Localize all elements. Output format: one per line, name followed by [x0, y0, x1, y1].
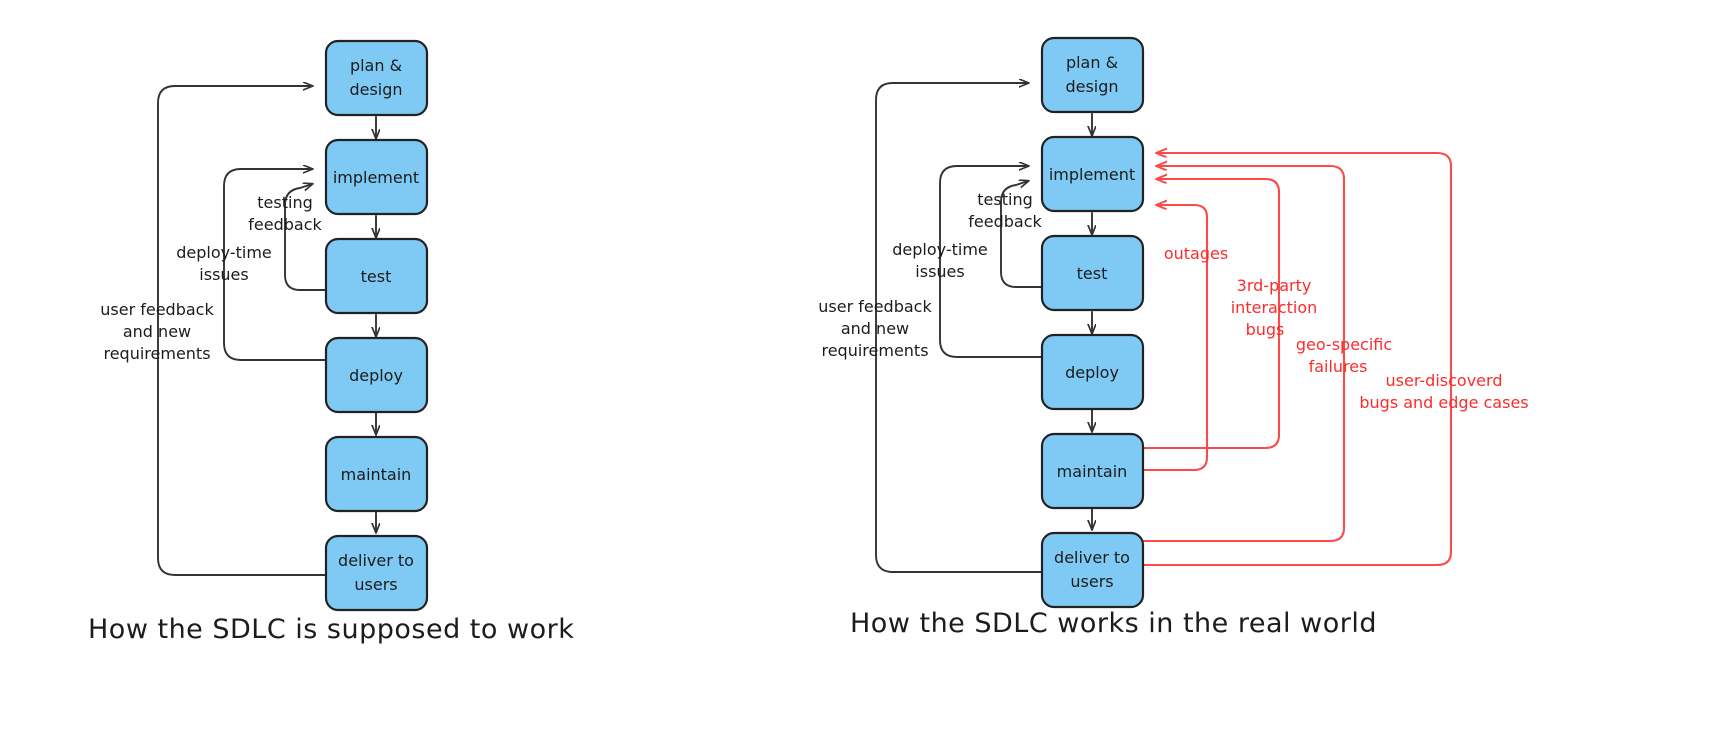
edge-user-discovered — [1140, 153, 1453, 567]
edge-label-line2: and new — [841, 319, 909, 338]
edge-label-line2: feedback — [968, 212, 1042, 231]
node-label-line1: implement — [1049, 165, 1135, 184]
edge-deploy-to-implement — [223, 169, 329, 361]
node-label-line2: users — [354, 575, 397, 594]
panel-caption-ideal: How the SDLC is supposed to work — [88, 614, 574, 645]
node-label-line1: test — [361, 267, 392, 286]
edge-third-party-bugs — [1140, 179, 1281, 450]
edge-label-line2: interaction — [1231, 298, 1318, 317]
node-label-line2: users — [1070, 572, 1113, 591]
node-box[interactable] — [324, 336, 429, 414]
edge-outages — [1140, 205, 1209, 472]
node-box[interactable] — [1040, 531, 1145, 609]
edge-label-testing-feedback: testing feedback — [248, 193, 322, 234]
node-label-line1: plan & — [1066, 53, 1118, 72]
node-deliver-to-users[interactable]: deliver to users — [324, 534, 429, 612]
edge-label-outages: outages — [1164, 244, 1228, 263]
edge-label-line2: issues — [915, 262, 964, 281]
panel-real: plan & design implement test deploy main… — [818, 36, 1529, 639]
node-test[interactable]: test — [1040, 234, 1145, 312]
edge-label-line1: testing — [257, 193, 312, 212]
node-deploy[interactable]: deploy — [1040, 333, 1145, 411]
node-box[interactable] — [1040, 432, 1145, 510]
edge-label-line1: user-discoverd — [1386, 371, 1503, 390]
node-deploy[interactable]: deploy — [324, 336, 429, 414]
node-box[interactable] — [1040, 135, 1145, 213]
node-box[interactable] — [324, 237, 429, 315]
edge-deliver-to-plan — [875, 83, 1045, 573]
edge-label-line2: issues — [199, 265, 248, 284]
node-box[interactable] — [1040, 333, 1145, 411]
edge-label-line1: deploy-time — [892, 240, 988, 259]
node-implement[interactable]: implement — [324, 138, 429, 216]
node-box[interactable] — [324, 534, 429, 612]
edge-label-line1: deploy-time — [176, 243, 272, 262]
edge-label-line1: user feedback — [100, 300, 214, 319]
panel-ideal: plan & design implement test deploy main… — [88, 39, 574, 645]
node-label-line1: deliver to — [1054, 548, 1130, 567]
node-box[interactable] — [324, 39, 429, 117]
edge-label-line1: 3rd-party — [1237, 276, 1312, 295]
edge-label-line3: requirements — [821, 341, 928, 360]
node-label-line2: design — [349, 80, 402, 99]
node-box[interactable] — [324, 435, 429, 513]
edge-label-user-feedback: user feedback and new requirements — [818, 297, 932, 360]
node-label-line1: maintain — [1057, 462, 1128, 481]
node-box[interactable] — [1040, 234, 1145, 312]
node-label-line1: test — [1077, 264, 1108, 283]
edge-label-line3: bugs — [1246, 320, 1285, 339]
node-label-line1: deploy — [1065, 363, 1119, 382]
edge-deploy-to-implement — [939, 166, 1045, 358]
edge-label-geo-failures: geo-specific failures — [1296, 335, 1392, 376]
edge-label-line1: user feedback — [818, 297, 932, 316]
node-implement[interactable]: implement — [1040, 135, 1145, 213]
edge-label-user-feedback: user feedback and new requirements — [100, 300, 214, 363]
edge-label-deploy-time-issues: deploy-time issues — [176, 243, 272, 284]
edge-label-line2: failures — [1309, 357, 1368, 376]
node-maintain[interactable]: maintain — [324, 435, 429, 513]
node-maintain[interactable]: maintain — [1040, 432, 1145, 510]
node-label-line1: deliver to — [338, 551, 414, 570]
node-label-line1: plan & — [350, 56, 402, 75]
edge-label-line1: geo-specific — [1296, 335, 1392, 354]
edge-label-line1: outages — [1164, 244, 1228, 263]
edge-deliver-to-plan — [157, 86, 329, 576]
edge-label-testing-feedback: testing feedback — [968, 190, 1042, 231]
node-label-line1: maintain — [341, 465, 412, 484]
node-test[interactable]: test — [324, 237, 429, 315]
edge-label-third-party-bugs: 3rd-party interaction bugs — [1231, 276, 1318, 339]
edge-label-line2: feedback — [248, 215, 322, 234]
edge-label-user-discovered: user-discoverd bugs and edge cases — [1359, 371, 1528, 412]
node-deliver-to-users[interactable]: deliver to users — [1040, 531, 1145, 609]
node-box[interactable] — [324, 138, 429, 216]
node-box[interactable] — [1040, 36, 1145, 114]
edge-geo-failures — [1140, 166, 1346, 543]
edge-test-to-implement — [284, 184, 329, 291]
edge-label-deploy-time-issues: deploy-time issues — [892, 240, 988, 281]
panel-caption-real: How the SDLC works in the real world — [850, 608, 1377, 639]
node-label-line1: deploy — [349, 366, 403, 385]
node-label-line1: implement — [333, 168, 419, 187]
edge-label-line2: bugs and edge cases — [1359, 393, 1528, 412]
node-plan-design[interactable]: plan & design — [1040, 36, 1145, 114]
edge-label-line1: testing — [977, 190, 1032, 209]
edge-test-to-implement — [1000, 181, 1045, 288]
node-label-line2: design — [1065, 77, 1118, 96]
edge-label-line3: requirements — [103, 344, 210, 363]
node-plan-design[interactable]: plan & design — [324, 39, 429, 117]
edge-label-line2: and new — [123, 322, 191, 341]
